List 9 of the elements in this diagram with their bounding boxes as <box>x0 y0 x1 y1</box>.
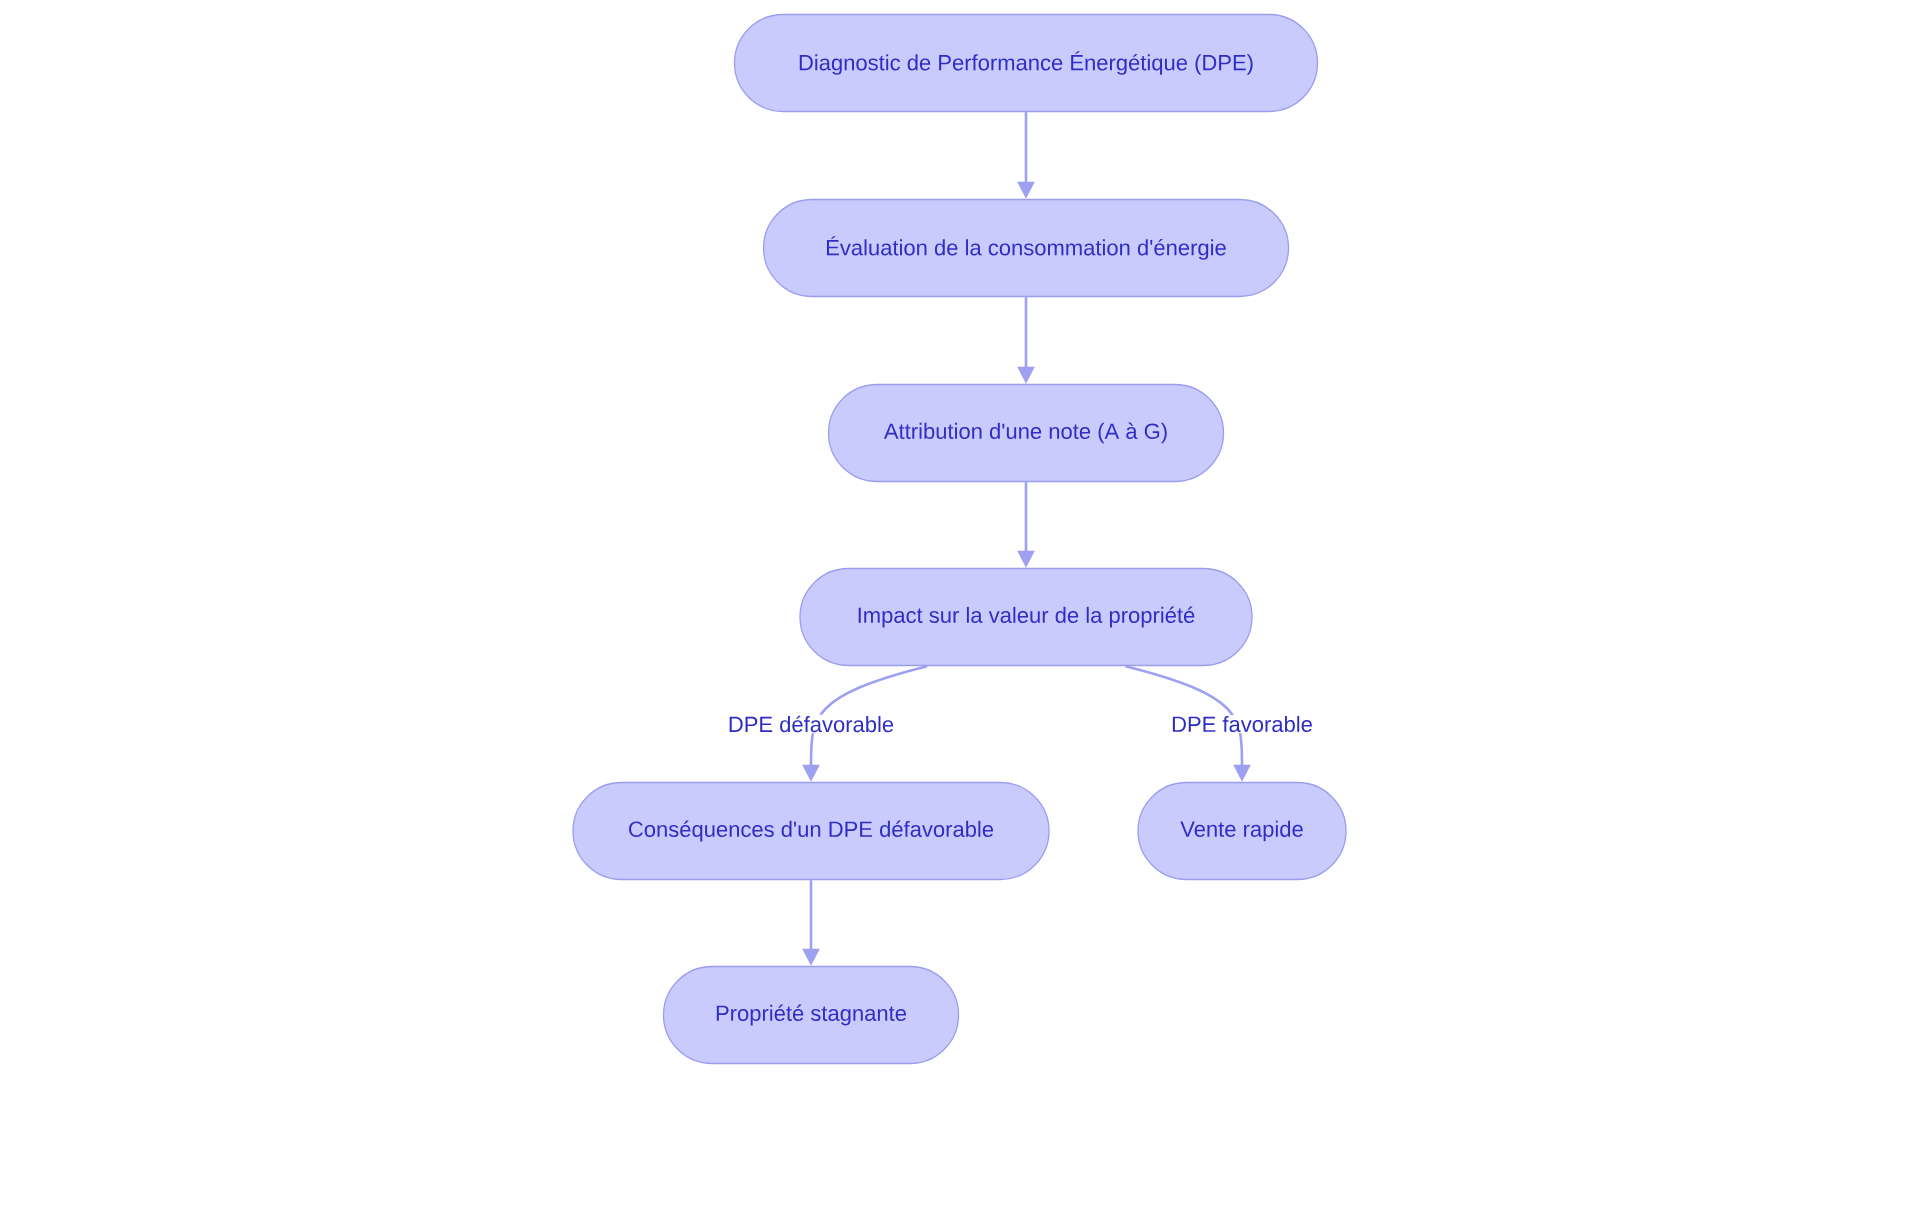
process-box: Vente rapide <box>1137 781 1347 881</box>
process-box: Impact sur la valeur de la propriété <box>799 567 1253 667</box>
edge-label: DPE favorable <box>1170 714 1314 734</box>
process-box: Attribution d'une note (A à G) <box>827 383 1225 483</box>
edge-label: DPE défavorable <box>726 714 896 734</box>
process-box: Diagnostic de Performance Énergétique (DPE) <box>733 13 1319 113</box>
process-box: Propriété stagnante <box>662 965 960 1065</box>
process-box: Conséquences d'un DPE défavorable <box>572 781 1050 881</box>
process-box: Évaluation de la consommation d'énergie <box>762 198 1290 298</box>
